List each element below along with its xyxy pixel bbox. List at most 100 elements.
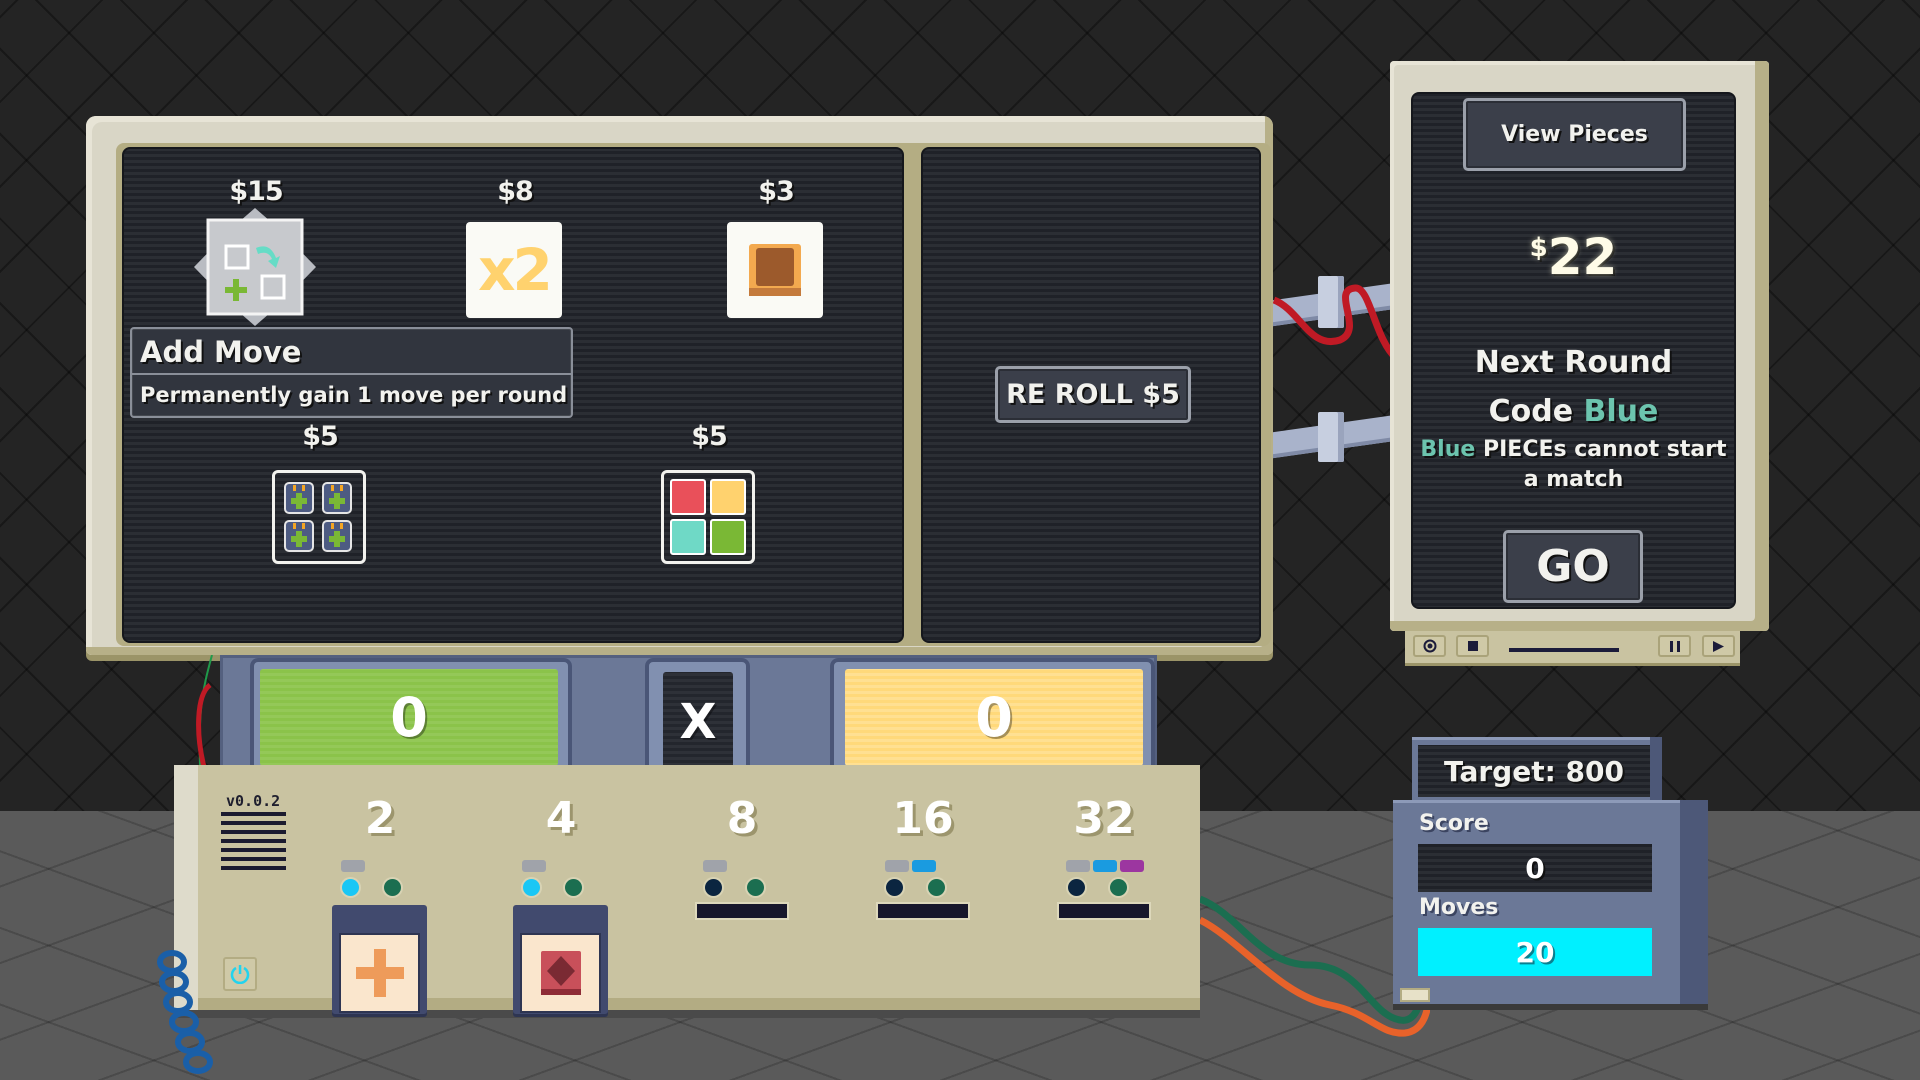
- money-value: 22: [1547, 228, 1618, 286]
- playback-progress-bar[interactable]: [1509, 648, 1619, 652]
- vent-line: [221, 866, 286, 870]
- vent-line: [221, 857, 286, 861]
- cartridge-diamond[interactable]: [513, 905, 608, 1017]
- tooltip-title: Add Move: [132, 329, 571, 375]
- side-screen: [1411, 92, 1736, 609]
- add-move-icon: [194, 208, 316, 326]
- led-inactive: [1068, 879, 1085, 896]
- lane-value: 2: [364, 793, 396, 844]
- next-round-label: Next Round: [1474, 345, 1673, 380]
- block-icon: [749, 244, 801, 296]
- stop-icon: [1467, 641, 1478, 651]
- shop-item-color-pack[interactable]: [661, 470, 755, 564]
- vent-line: [221, 839, 286, 843]
- diamond-block-icon: [540, 951, 581, 995]
- item-tooltip: Add Move Permanently gain 1 move per rou…: [130, 327, 573, 418]
- shop-item-add-move[interactable]: [186, 206, 324, 328]
- money-symbol: $: [1529, 233, 1548, 263]
- round-rule: Blue PIECEs cannot start a match: [1411, 435, 1736, 495]
- lane-pill-gray: [703, 860, 727, 872]
- item-price: $5: [302, 421, 339, 452]
- shop-item-wooden-block[interactable]: [727, 222, 823, 318]
- cartridge-face: [339, 933, 420, 1013]
- item-price: $15: [229, 176, 283, 207]
- round-code-title: Code Blue: [1411, 394, 1736, 429]
- code-color: Blue: [1583, 394, 1659, 429]
- lane-value: 8: [726, 793, 758, 844]
- go-button[interactable]: GO: [1503, 530, 1643, 603]
- vent-line: [221, 830, 286, 834]
- cable-connector: [1400, 988, 1430, 1002]
- cartridge-slot-empty[interactable]: [697, 904, 787, 918]
- money-display: $22: [1411, 228, 1736, 286]
- score-label: Score: [1419, 811, 1489, 836]
- record-icon: [1423, 639, 1436, 653]
- cartridge-slot-empty[interactable]: [878, 904, 968, 918]
- record-button[interactable]: [1413, 635, 1446, 657]
- code-prefix: Code: [1488, 394, 1574, 429]
- lane-value: 16: [892, 793, 954, 844]
- score-value: 0: [1418, 844, 1652, 892]
- red-cable-icon: [1272, 284, 1399, 361]
- moves-value: 20: [1418, 928, 1652, 976]
- cartridge-plus[interactable]: [332, 905, 427, 1017]
- lane-value: 4: [545, 793, 577, 844]
- led-active: [342, 879, 359, 896]
- led-active: [523, 879, 540, 896]
- plus-icon: [355, 949, 404, 997]
- power-button[interactable]: [223, 957, 257, 991]
- lane-pill-blue: [1093, 860, 1117, 872]
- power-icon: [230, 965, 250, 984]
- shop-item-multiplier-x2[interactable]: x2: [466, 222, 562, 318]
- play-icon: [1713, 640, 1724, 652]
- arm-clamp-upper: [1318, 276, 1344, 328]
- shop-item-add-piece-pack[interactable]: [272, 470, 366, 564]
- lane-pill-gray: [885, 860, 909, 872]
- rule-text: PIECEs cannot start: [1482, 437, 1727, 462]
- lane-pill-gray: [341, 860, 365, 872]
- multiplier-display: 0: [845, 669, 1143, 766]
- led-green: [1110, 879, 1127, 896]
- play-button[interactable]: [1702, 635, 1735, 657]
- lane-pill-gray: [522, 860, 546, 872]
- coiled-cable-icon: [157, 950, 213, 1074]
- vent-line: [221, 812, 286, 816]
- item-price: $8: [497, 176, 534, 207]
- base-unit: [174, 765, 1200, 1010]
- lane-value: 32: [1073, 793, 1135, 844]
- vent-line: [221, 821, 286, 825]
- cables-to-scoreboard-icon: [1200, 895, 1430, 1037]
- led-green: [747, 879, 764, 896]
- stop-button[interactable]: [1456, 635, 1489, 657]
- base-score-display: 0: [260, 669, 558, 766]
- cable-bundle-left-icon: [196, 655, 213, 768]
- item-price: $3: [758, 176, 795, 207]
- arm-clamp-lower: [1318, 412, 1344, 462]
- moves-label: Moves: [1419, 895, 1499, 920]
- pause-button[interactable]: [1658, 635, 1691, 657]
- vent-line: [221, 848, 286, 852]
- playback-controls: [1405, 631, 1740, 663]
- cartridge-face: [520, 933, 601, 1013]
- rule-text-line2: a match: [1523, 467, 1624, 492]
- tooltip-description: Permanently gain 1 move per round: [140, 383, 568, 407]
- item-price: $5: [691, 421, 728, 452]
- led-green: [384, 879, 401, 896]
- four-color-tiles-icon: [670, 479, 746, 555]
- x2-icon: x2: [478, 236, 553, 304]
- cartridge-slot-empty[interactable]: [1059, 904, 1149, 918]
- four-jars-plus-icon: [284, 482, 352, 552]
- led-green: [928, 879, 945, 896]
- lane-pill-gray: [1066, 860, 1090, 872]
- rule-color-word: Blue: [1420, 437, 1476, 462]
- pause-icon: [1669, 640, 1680, 652]
- led-inactive: [705, 879, 722, 896]
- led-green: [565, 879, 582, 896]
- reroll-button[interactable]: RE ROLL $5: [995, 366, 1191, 423]
- lane-pill-blue: [912, 860, 936, 872]
- multiply-symbol: X: [663, 672, 733, 772]
- view-pieces-button[interactable]: View Pieces: [1463, 98, 1686, 171]
- version-label: v0.0.2: [226, 792, 281, 810]
- led-inactive: [886, 879, 903, 896]
- lane-pill-purple: [1120, 860, 1144, 872]
